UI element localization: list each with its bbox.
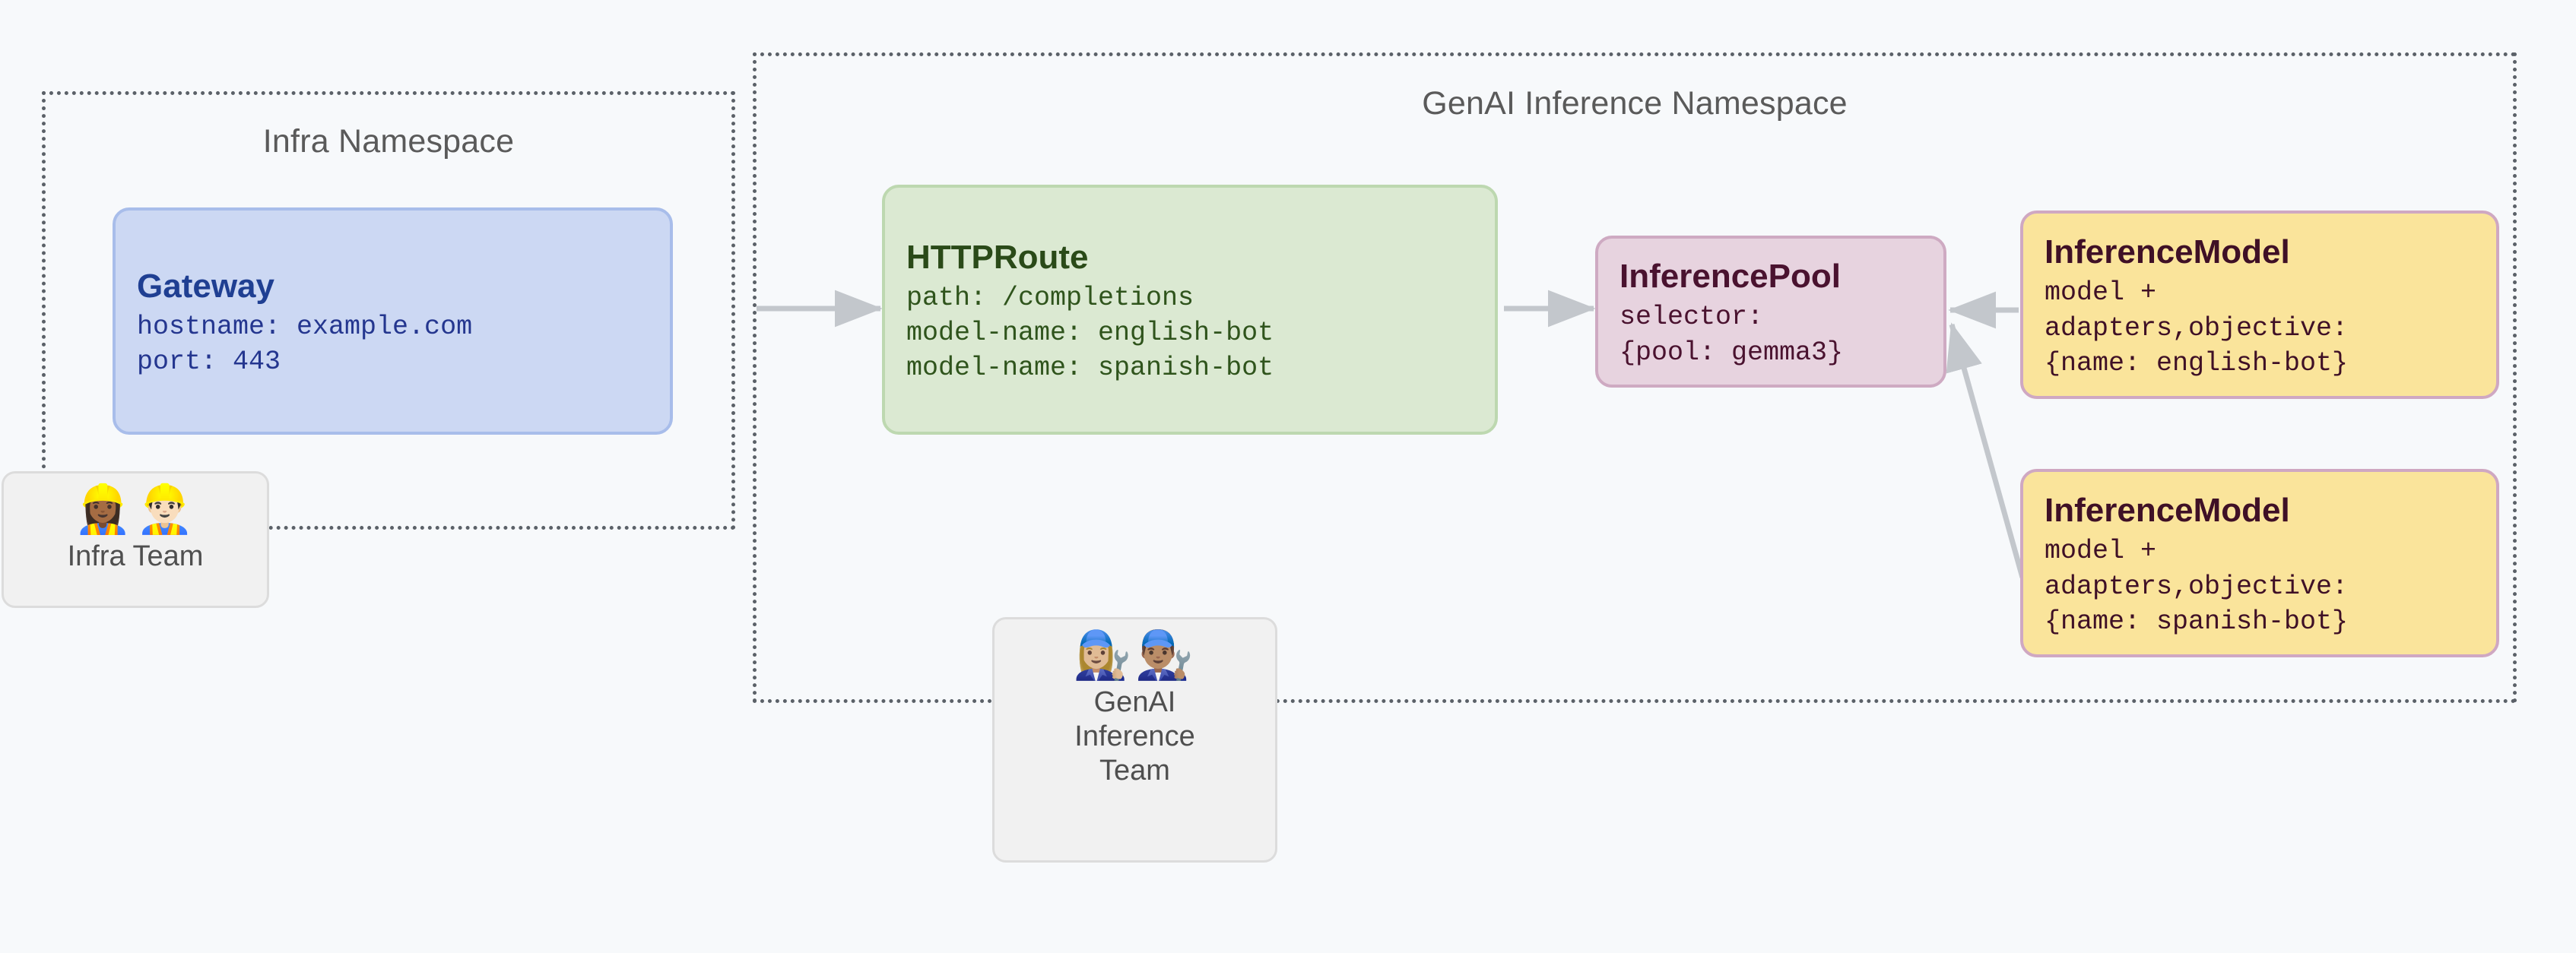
node-inferencepool-title: InferencePool	[1620, 258, 1841, 296]
node-inferencemodel-english-line-adapters: adapters,objective:	[2045, 312, 2349, 344]
node-httproute[interactable]: HTTPRoute path: /completions model-name:…	[882, 185, 1498, 435]
node-gateway-line-port: port: 443	[137, 347, 281, 378]
node-inferencemodel-english[interactable]: InferenceModel model + adapters,objectiv…	[2020, 211, 2499, 399]
team-badge-genai-inference[interactable]: 👩🏼‍🔧👨🏽‍🔧 GenAI Inference Team	[992, 617, 1277, 863]
node-inferencemodel-spanish[interactable]: InferenceModel model + adapters,objectiv…	[2020, 469, 2499, 657]
node-inferencemodel-english-line-name: {name: english-bot}	[2045, 347, 2349, 378]
node-inferencemodel-english-title: InferenceModel	[2045, 233, 2290, 271]
infra-team-emoji-group: 👷🏾‍♀️👷🏻‍♂️	[73, 481, 198, 537]
node-inferencemodel-spanish-line-model: model +	[2045, 536, 2157, 567]
node-inferencemodel-english-line-model: model +	[2045, 277, 2157, 309]
node-inferencemodel-spanish-title: InferenceModel	[2045, 492, 2290, 530]
team-badge-genai-inference-label: GenAI Inference Team	[1074, 686, 1195, 787]
node-gateway-line-hostname: hostname: example.com	[137, 311, 473, 342]
namespace-infra	[42, 91, 735, 530]
node-httproute-line-model-name-english: model-name: english-bot	[906, 318, 1274, 349]
node-httproute-line-path: path: /completions	[906, 282, 1194, 313]
node-inferencemodel-spanish-line-adapters: adapters,objective:	[2045, 571, 2349, 602]
node-httproute-title: HTTPRoute	[906, 238, 1089, 276]
node-gateway-title: Gateway	[137, 267, 274, 305]
namespace-infra-title: Infra Namespace	[262, 123, 515, 160]
namespace-genai	[753, 52, 2517, 703]
node-inferencepool-line-selector-value: {pool: gemma3}	[1620, 337, 1844, 368]
team-badge-infra[interactable]: 👷🏾‍♀️👷🏻‍♂️ Infra Team	[2, 471, 269, 608]
genai-inference-team-emoji-group: 👩🏼‍🔧👨🏽‍🔧	[1073, 627, 1197, 682]
node-inferencepool-line-selector: selector:	[1620, 302, 1764, 333]
team-badge-infra-label: Infra Team	[67, 540, 204, 573]
node-inferencepool[interactable]: InferencePool selector: {pool: gemma3}	[1595, 236, 1946, 388]
node-gateway[interactable]: Gateway hostname: example.com port: 443	[113, 207, 673, 435]
namespace-genai-title: GenAI Inference Namespace	[1422, 85, 1848, 122]
node-inferencemodel-spanish-line-name: {name: spanish-bot}	[2045, 606, 2349, 637]
node-httproute-line-model-name-spanish: model-name: spanish-bot	[906, 353, 1274, 384]
